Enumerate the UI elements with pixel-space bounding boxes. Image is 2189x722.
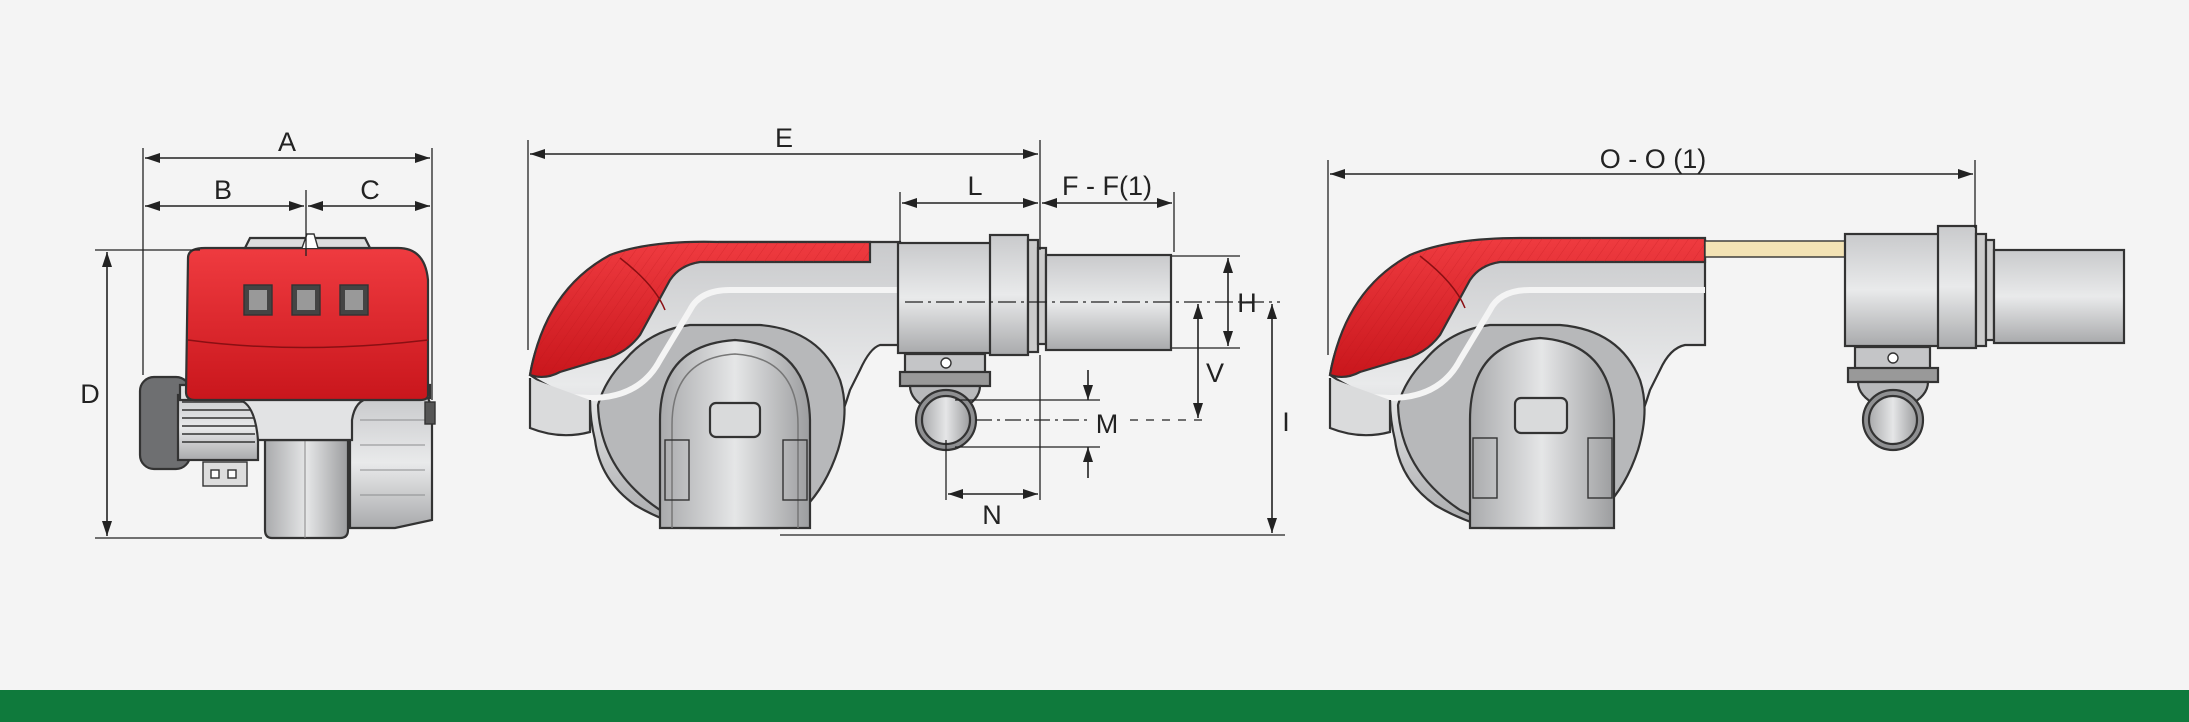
connector-box	[202, 461, 248, 487]
pump-assembly	[263, 438, 350, 540]
front-view-dimensions: A B C D	[80, 127, 433, 539]
burner-side-view	[528, 233, 1173, 530]
dim-label-E: E	[775, 123, 793, 153]
dim-label-I: I	[1282, 407, 1290, 437]
dim-label-N: N	[982, 500, 1002, 530]
side-view-dimensions: E L F - F(1) H V M	[527, 123, 1290, 536]
dim-label-D: D	[80, 379, 100, 409]
burner-front-view	[138, 233, 436, 540]
flange-housing	[896, 241, 995, 355]
dim-label-F-F1: F - F(1)	[1062, 171, 1152, 201]
dim-label-M: M	[1096, 409, 1119, 439]
flange-plate	[988, 233, 1030, 357]
extension-rod	[1704, 240, 1846, 258]
front-red-cover	[184, 246, 430, 402]
dim-label-O-O1: O - O (1)	[1600, 144, 1707, 174]
extended-view-dimensions: O - O (1)	[1327, 144, 1976, 355]
dim-label-V: V	[1206, 358, 1224, 388]
dim-label-B: B	[214, 175, 232, 205]
burner-dimension-diagram: A B C D	[80, 123, 2126, 540]
ext-flange-housing	[1843, 232, 1942, 348]
ext-blast-tube	[1992, 248, 2126, 345]
dim-label-L: L	[967, 171, 982, 201]
air-box	[348, 396, 434, 530]
motor-body	[176, 393, 260, 462]
burner-extended-view	[1328, 224, 2126, 530]
dim-label-H: H	[1237, 288, 1257, 318]
dim-label-A: A	[278, 127, 296, 157]
inlet-window	[708, 401, 762, 439]
footer-bar	[0, 690, 2189, 722]
dim-label-C: C	[360, 175, 380, 205]
